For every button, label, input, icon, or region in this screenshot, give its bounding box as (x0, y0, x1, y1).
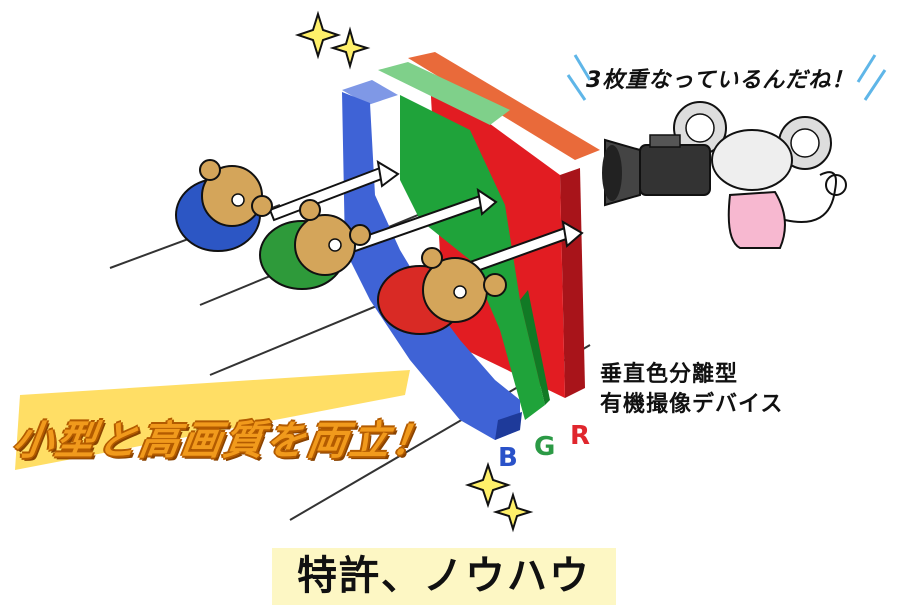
speech-accent-lines (566, 54, 887, 101)
slogan-swoosh (15, 370, 410, 470)
device-label-line1: 垂直色分離型 (600, 362, 739, 387)
layer-letter-r: R (570, 421, 591, 451)
blue-layer (342, 80, 522, 440)
video-camera (602, 134, 711, 207)
slogan-text: 小型と高画質を両立！ (10, 418, 437, 464)
mouse-cameraman (673, 101, 847, 249)
bear-character-red (377, 247, 507, 335)
bear-character-blue (175, 159, 273, 252)
green-layer (378, 62, 550, 420)
footer-caption: 特許、ノウハウ (297, 553, 591, 599)
bear-character-green (259, 199, 371, 290)
layer-letter-b: B (498, 443, 518, 473)
speech-bubble-text: 3枚重なっているんだね！ (586, 68, 855, 93)
device-label-line2: 有機撮像デバイス (600, 392, 784, 417)
layer-letter-g: G (534, 432, 556, 462)
sparkle-icon (294, 10, 534, 533)
footer-caption-box (272, 548, 616, 605)
